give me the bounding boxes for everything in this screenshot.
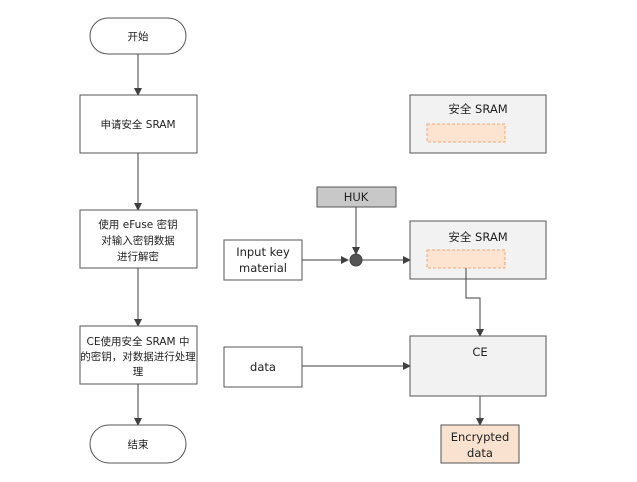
encrypted-data-box bbox=[440, 424, 520, 464]
step-process-line-2: 的密钥，对数据进行处理 bbox=[80, 350, 196, 363]
encrypted-data-line-1: Encrypted bbox=[451, 430, 510, 444]
end-label: 结束 bbox=[128, 438, 149, 451]
sram-top-label: 安全 SRAM bbox=[448, 102, 507, 116]
sram-top-slot bbox=[426, 123, 506, 143]
sram-to-ce-arrow bbox=[465, 268, 484, 337]
ce-box bbox=[409, 335, 547, 397]
start-label: 开始 bbox=[128, 30, 149, 43]
step-decrypt-line-1: 使用 eFuse 密钥 bbox=[98, 218, 177, 231]
sram-mid-slot bbox=[426, 249, 506, 269]
ce-label: CE bbox=[472, 345, 487, 359]
step-request-sram-label: 申请安全 SRAM bbox=[100, 118, 175, 131]
input-key-line-1: Input key bbox=[236, 245, 290, 259]
data-box bbox=[223, 346, 303, 388]
step-process-line-3: 理 bbox=[133, 366, 144, 378]
encrypted-data-line-2: data bbox=[467, 446, 493, 460]
combine-node bbox=[349, 253, 363, 267]
input-key-line-2: material bbox=[239, 261, 287, 275]
step-request-sram bbox=[79, 94, 198, 154]
right-diagram: 安全 SRAM HUK Input key material 安全 SRAM d… bbox=[223, 94, 547, 464]
step-process bbox=[79, 325, 198, 385]
left-flow: 开始 申请安全 SRAM 使用 eFuse 密钥 对输入密钥数据 进行解密 CE… bbox=[79, 17, 198, 464]
huk-label: HUK bbox=[344, 190, 369, 204]
step-decrypt-line-3: 进行解密 bbox=[117, 250, 159, 263]
step-process-line-1: CE使用安全 SRAM 中 bbox=[87, 335, 190, 348]
sram-mid-label: 安全 SRAM bbox=[448, 230, 507, 244]
step-decrypt-line-2: 对输入密钥数据 bbox=[101, 234, 175, 247]
data-label: data bbox=[250, 360, 276, 374]
end-terminator bbox=[89, 424, 187, 464]
